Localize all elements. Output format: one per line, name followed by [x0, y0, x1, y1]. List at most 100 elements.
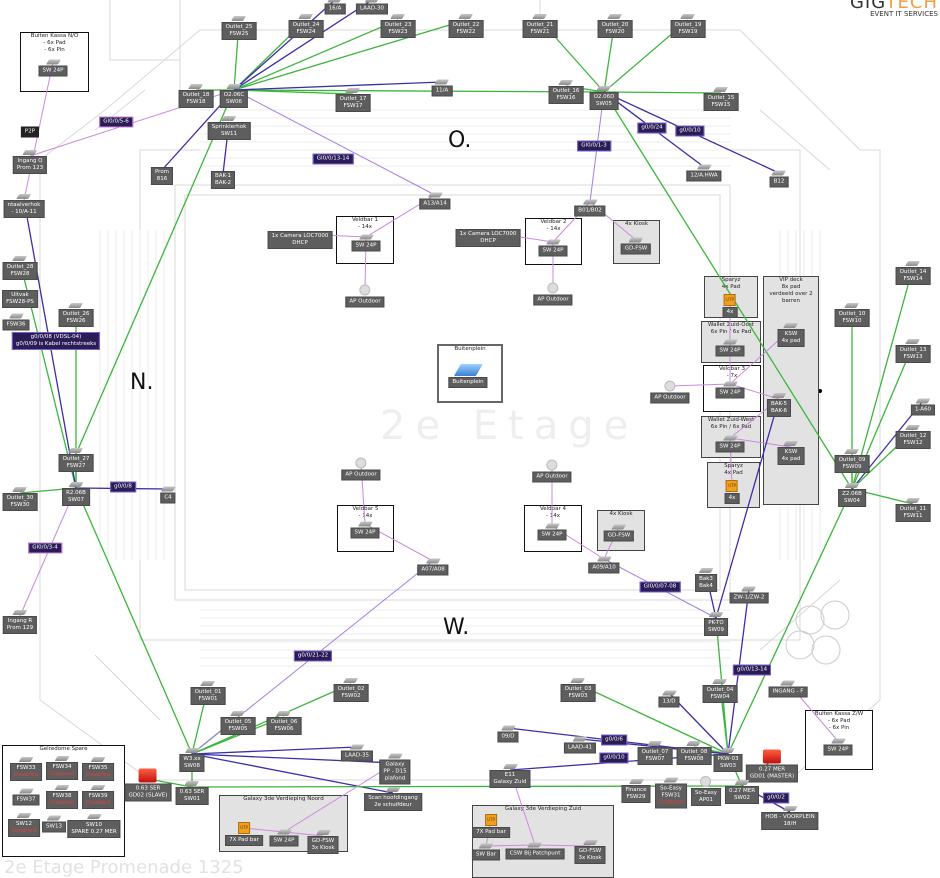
node-b01[interactable]: B01/B02 — [574, 199, 606, 217]
node-a13[interactable]: A13/A14 — [419, 192, 451, 210]
node-sw13[interactable]: SW13 — [42, 815, 66, 833]
node-ingangf[interactable]: INGANG - F — [768, 680, 808, 698]
node-vb3-sw[interactable]: SW 24P — [715, 381, 745, 399]
node-c4[interactable]: C4 — [160, 486, 176, 504]
node-a12hwa[interactable]: 12/A.HWA — [686, 164, 722, 182]
node-kiosk1-sw[interactable]: GD-FSW — [620, 237, 652, 255]
node-ap3[interactable]: AP Outdoor — [650, 380, 690, 404]
node-wzw-sw[interactable]: SW 24P — [715, 435, 745, 453]
node-vb4-sw[interactable]: SW 24P — [537, 523, 567, 541]
node-a60[interactable]: 1-A60 — [910, 398, 936, 416]
node-kiosk2-sw[interactable]: GD-FSW — [603, 524, 635, 542]
node-kassa-no-sw[interactable]: SW 24P — [38, 59, 68, 77]
node-laad30[interactable]: LAAD-30 — [355, 0, 389, 15]
node-b12[interactable]: B12 — [769, 170, 789, 188]
node-a07[interactable]: A07/A08 — [417, 558, 449, 576]
node-ap5[interactable]: AP Outdoor — [341, 457, 381, 481]
node-kassa-zw-sw[interactable]: SW 24P — [823, 738, 853, 756]
node-vb5-sw[interactable]: SW 24P — [350, 521, 380, 539]
node-ap1[interactable]: AP Outdoor — [345, 284, 385, 308]
node-ap4[interactable]: AP Outdoor — [532, 459, 572, 483]
node-zw1[interactable]: ZW-1/ZW-2 — [729, 586, 769, 604]
node-laad41[interactable]: LAAD-41 — [563, 736, 597, 754]
node-gz-csw[interactable]: CSW Bij Patchpunt — [505, 842, 565, 860]
node-centraal[interactable]: ntaalverhok- 10/A-11 — [3, 194, 45, 218]
node-d13[interactable]: 13/D — [658, 690, 680, 708]
node-gn-sw[interactable]: SW 24P — [269, 829, 299, 847]
node-fsw37[interactable]: FSW37 — [12, 788, 40, 806]
node-d09[interactable]: 09/D — [497, 725, 519, 743]
node-gz-bar[interactable]: SW Bar — [471, 843, 501, 861]
node-a11[interactable]: 11/A — [431, 79, 453, 97]
node-ap2[interactable]: AP Outdoor — [533, 282, 573, 306]
node-buitenplein-node[interactable]: Buitenplein — [448, 364, 488, 388]
